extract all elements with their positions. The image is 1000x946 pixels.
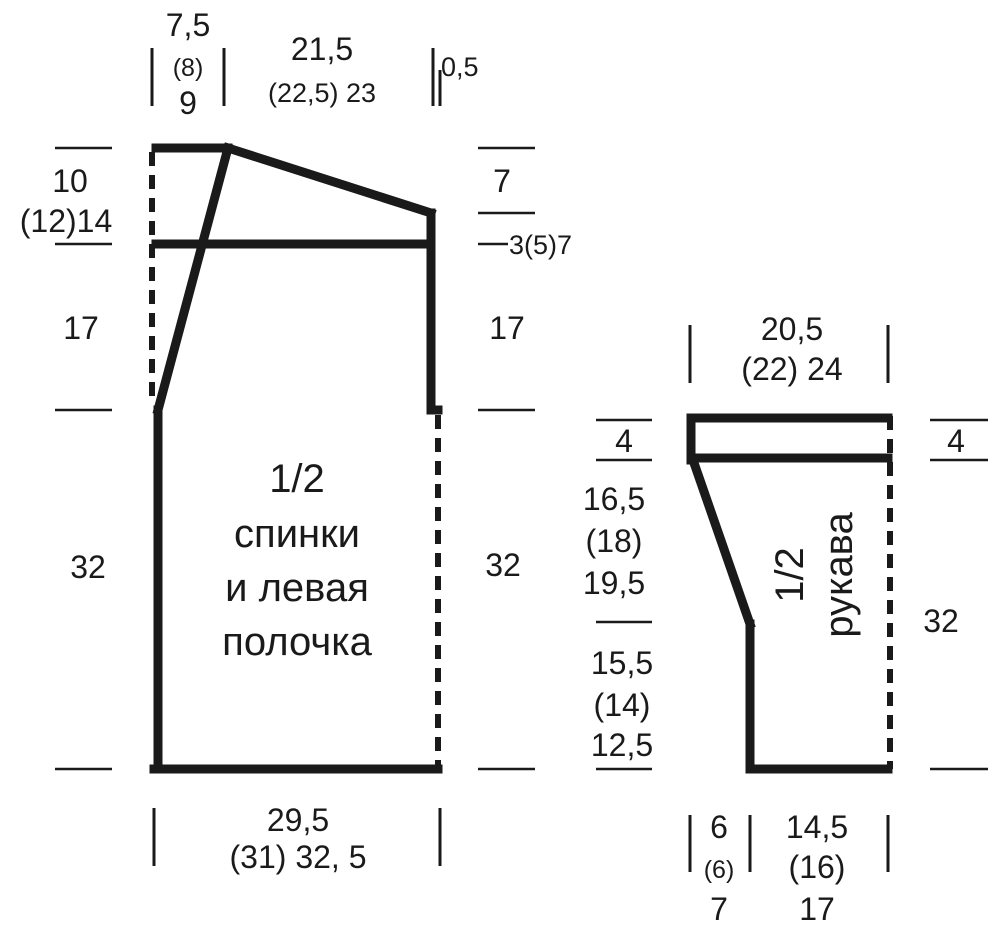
body-label-line-4: полочка — [222, 620, 372, 664]
sleeve-piece: 1/2 рукава 20,5 (22) 24 4 16,5 (18) 19,5… — [583, 311, 988, 927]
body-shoulder-slope-edge — [222, 142, 437, 219]
top-shoulder-left-line-2: (8) — [173, 54, 204, 82]
right-shoulder-slope-value: 7 — [493, 163, 511, 199]
sleeve-bottom-right-line-1: 14,5 — [786, 809, 848, 845]
sleeve-bottom-right-line-3: 17 — [799, 891, 835, 927]
body-piece: 1/2 спинки и левая полочка 7,5 (8) 9 21,… — [20, 7, 572, 875]
bottom-width-line-2: (31) 32, 5 — [230, 839, 367, 875]
top-shoulder-mid-line-1: 21,5 — [291, 31, 353, 67]
sleeve-left-upper-line-1: 16,5 — [583, 481, 645, 517]
right-armhole-value: 17 — [489, 310, 525, 346]
sleeve-left-upper-line-3: 19,5 — [583, 565, 645, 601]
body-label-line-3: и левая — [225, 566, 369, 610]
body-label-line-1: 1/2 — [269, 457, 325, 501]
sleeve-bottom-right-line-2: (16) — [789, 849, 846, 885]
left-neck-depth-line-1: 10 — [52, 163, 88, 199]
top-shoulder-left-line-1: 7,5 — [166, 7, 210, 43]
sleeve-bottom-left-line-2: (6) — [704, 856, 735, 884]
left-neck-depth-line-2: (12)14 — [20, 203, 113, 239]
right-body-value: 32 — [485, 547, 521, 583]
sleeve-left-lower-line-3: 12,5 — [591, 727, 653, 763]
sleeve-left-cuff-value: 4 — [615, 423, 633, 459]
sleeve-left-lower-line-1: 15,5 — [591, 645, 653, 681]
top-shoulder-mid-line-2: (22,5) 23 — [268, 78, 376, 108]
sleeve-right-cuff-value: 4 — [947, 423, 965, 459]
sleeve-right-length-value: 32 — [923, 603, 959, 639]
left-armhole-value: 17 — [63, 310, 99, 346]
sleeve-top-width-line-2: (22) 24 — [741, 351, 842, 387]
sleeve-bottom-left-line-1: 6 — [710, 809, 728, 845]
sleeve-left-upper-line-2: (18) — [586, 523, 643, 559]
sleeve-top-width-line-1: 20,5 — [761, 311, 823, 347]
sleeve-label-line-2: рукава — [817, 512, 861, 638]
left-body-value: 32 — [70, 549, 106, 585]
sleeve-left-lower-line-2: (14) — [594, 687, 651, 723]
body-neck-edge — [152, 142, 234, 416]
sleeve-label-line-1: 1/2 — [768, 547, 812, 603]
sleeve-bottom-left-line-3: 7 — [710, 891, 728, 927]
right-shoulder-step-value: 3(5)7 — [509, 230, 572, 260]
top-shoulder-left-line-3: 9 — [179, 85, 197, 121]
sleeve-slope-edge — [687, 454, 756, 630]
top-shoulder-right-value: 0,5 — [441, 52, 479, 82]
bottom-width-line-1: 29,5 — [267, 802, 329, 838]
body-label-line-2: спинки — [234, 512, 360, 556]
